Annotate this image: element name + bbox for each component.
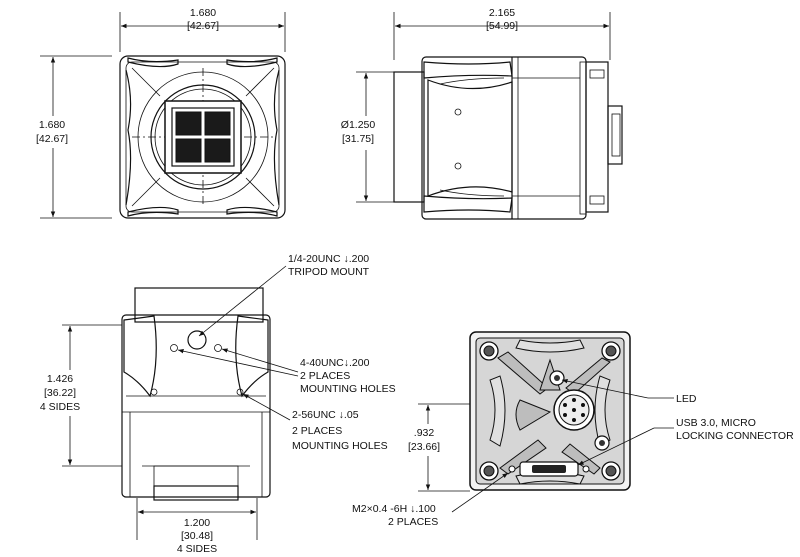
mount2-line2: 2 PLACES [292,425,342,437]
front-view: 1.680 [42.67] 1.680 [42.67] [28,7,286,219]
bottom-height-in: 1.426 [47,373,73,385]
side-dia-mm: [31.75] [342,133,374,145]
mount2-line1: 2-56UNC ↓.05 [292,409,359,421]
front-width-mm: [42.67] [187,20,219,32]
mount1-line1: 4-40UNC↓.200 [300,357,370,369]
mount2-line3: MOUNTING HOLES [292,440,388,452]
usb-line2: LOCKING CONNECTOR [676,430,794,442]
m2-line1: M2×0.4 -6H ↓.100 [352,503,436,515]
bottom-view: 1/4-20UNC ↓.200 TRIPOD MOUNT 1.426 [36.2… [26,253,396,555]
bottom-height-sides: 4 SIDES [40,401,80,413]
front-width-in: 1.680 [190,7,216,19]
tripod-line1: 1/4-20UNC ↓.200 [288,253,369,265]
side-length-mm: [54.99] [486,20,518,32]
front-height-in: 1.680 [39,119,65,131]
side-view: 2.165 [54.99] Ø1.250 [31.75] [336,7,623,220]
front-height-mm: [42.67] [36,133,68,145]
mount1-line2: 2 PLACES [300,370,350,382]
bottom-width-in: 1.200 [184,517,210,529]
side-length-in: 2.165 [489,7,515,19]
usb-line1: USB 3.0, MICRO [676,417,756,429]
rear-height-mm: [23.66] [408,441,440,453]
side-dia-in: Ø1.250 [341,119,376,131]
bottom-width-mm: [30.48] [181,530,213,542]
tripod-line2: TRIPOD MOUNT [288,266,370,278]
rear-view: .932 [23.66] [352,331,794,528]
tripod-hole [187,330,207,350]
mount1-line3: MOUNTING HOLES [300,383,396,395]
rear-height-in: .932 [414,427,435,439]
m2-line2: 2 PLACES [388,516,438,528]
bottom-width-sides: 4 SIDES [177,543,217,555]
bottom-height-mm: [36.22] [44,387,76,399]
led-label: LED [676,393,697,405]
